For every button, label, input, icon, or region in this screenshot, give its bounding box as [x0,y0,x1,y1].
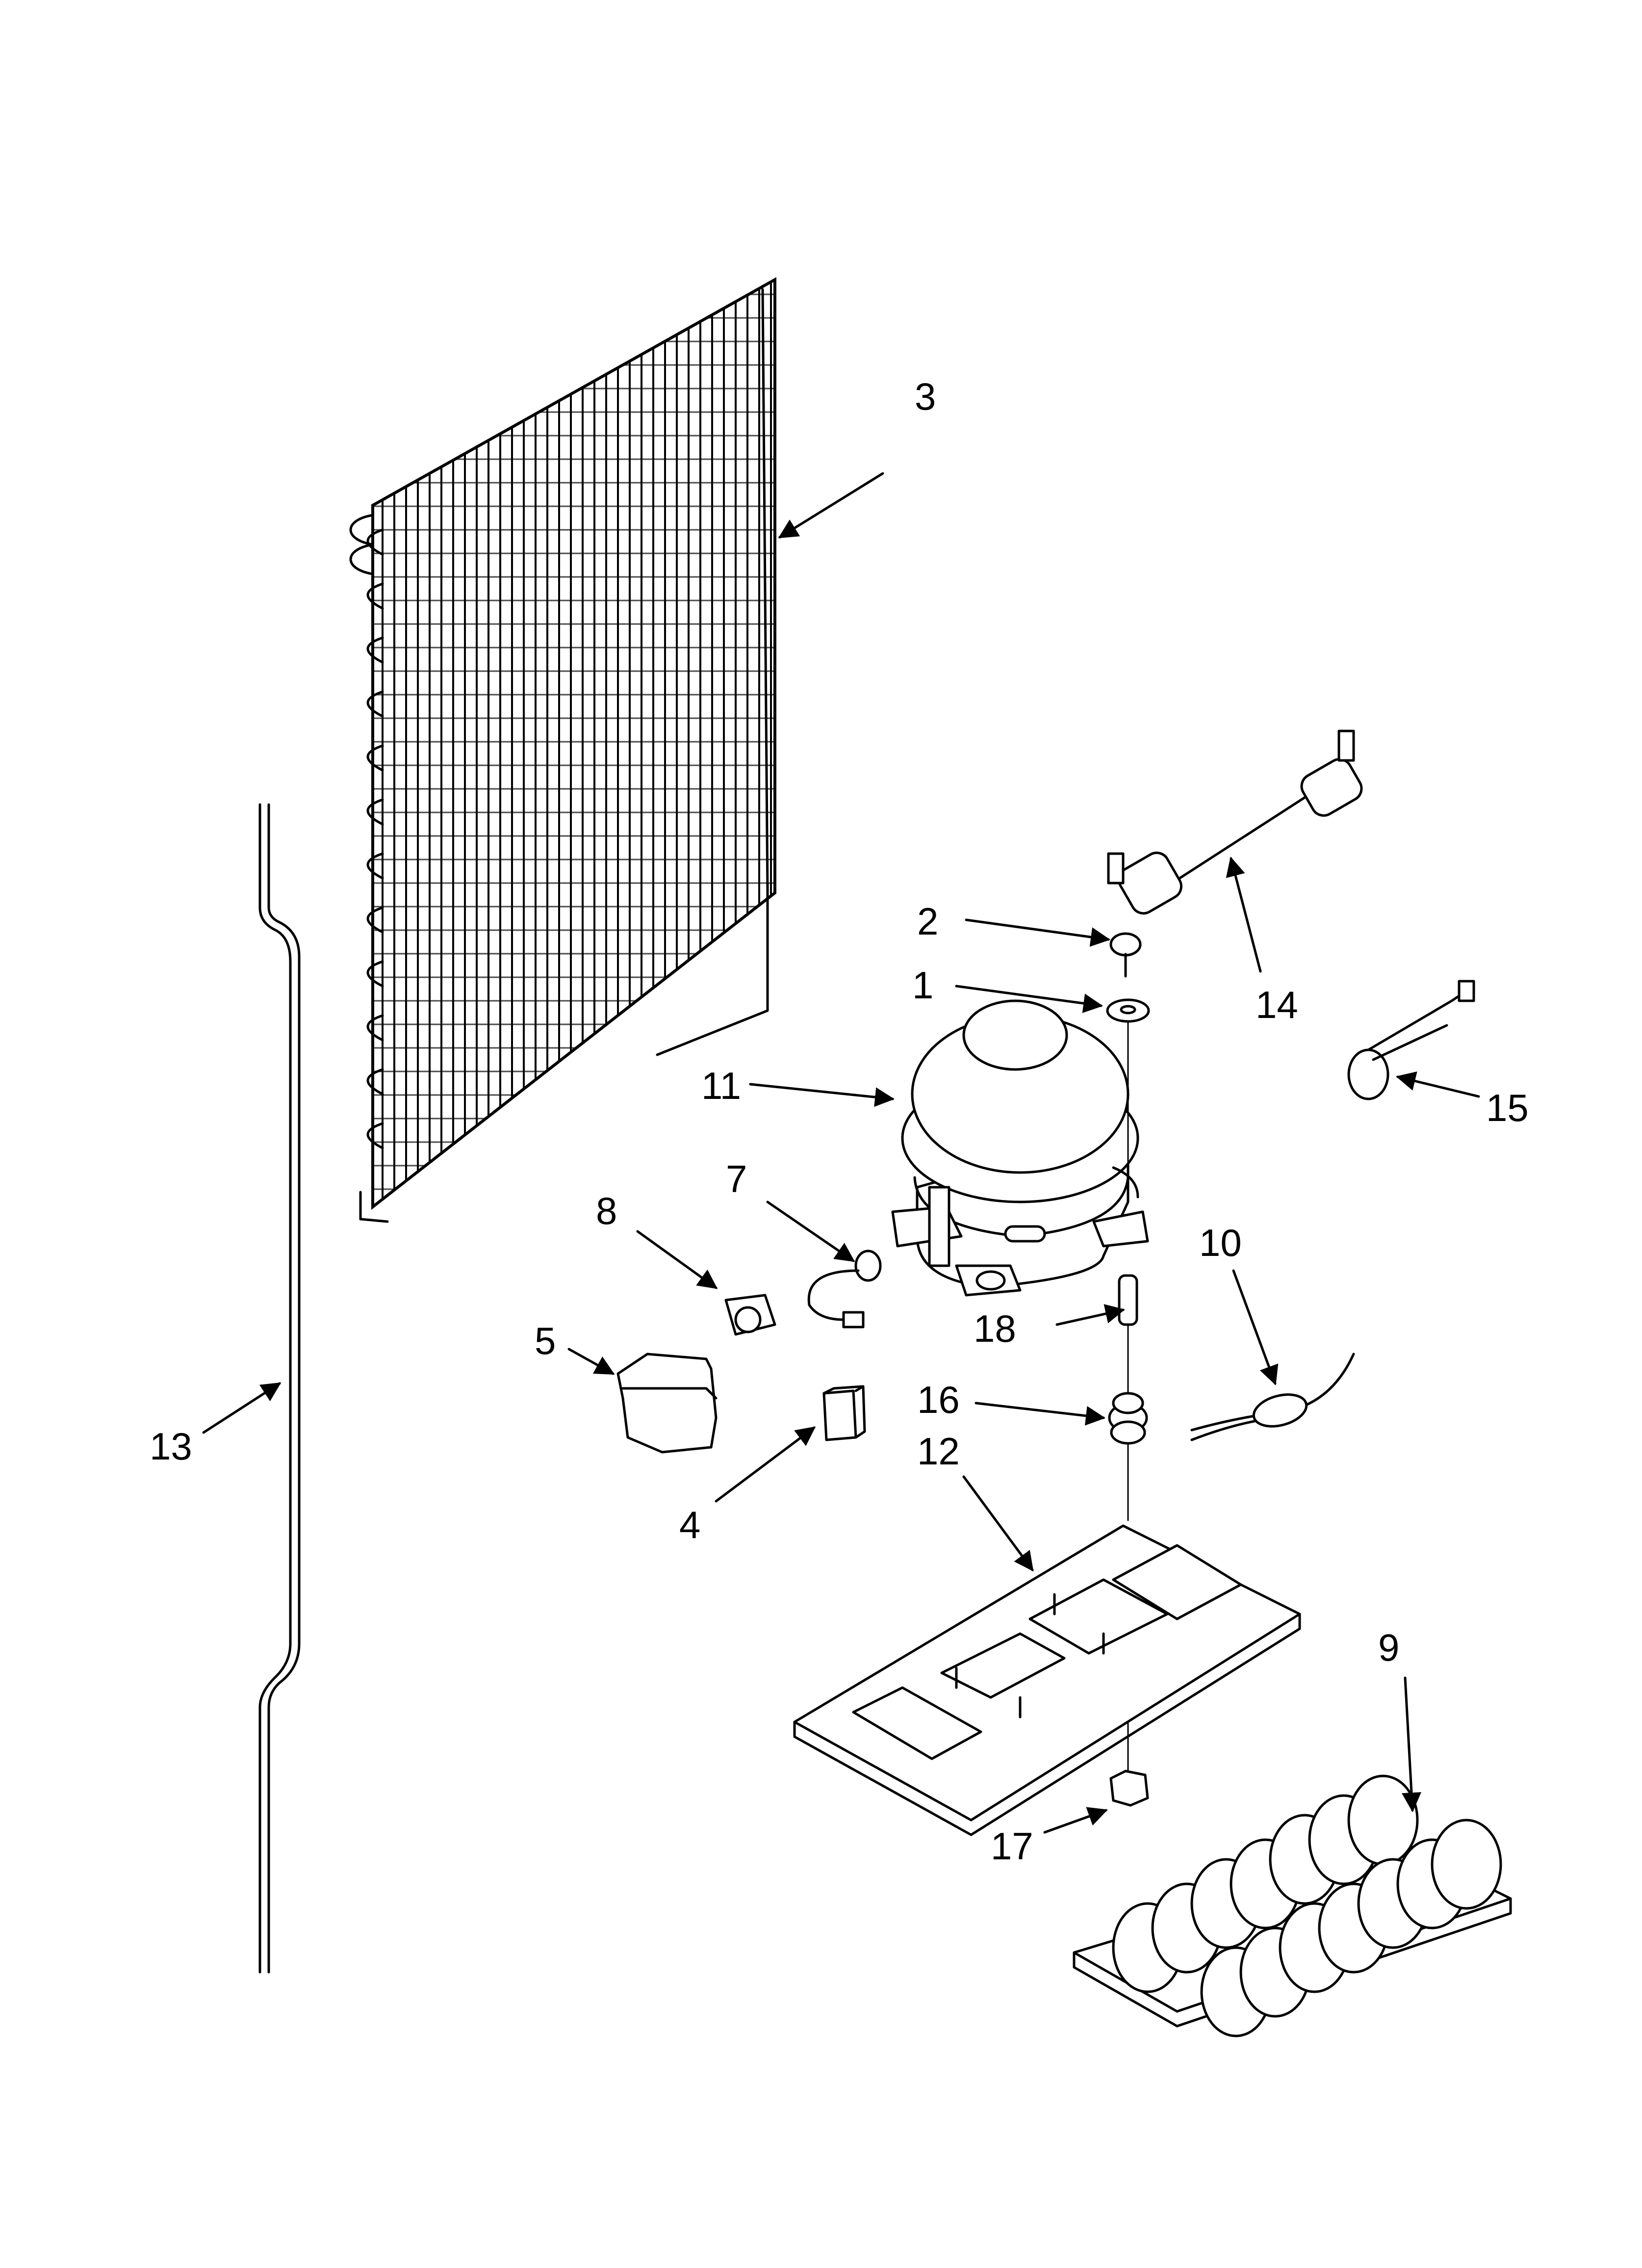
callout-3: 3 [915,375,936,418]
callout-labels: 3 2 1 14 15 11 7 8 5 4 18 16 10 12 17 9 … [150,375,1529,1868]
leader-5 [567,1348,615,1375]
leader-17 [1043,1807,1108,1834]
drain-tube-part [258,803,301,1974]
heater-part [1190,1353,1355,1441]
leader-lines [202,472,1480,1834]
leader-18 [1055,1304,1125,1326]
sleeve-part-18 [1118,1274,1138,1326]
coil-left [1112,1774,1419,1993]
callout-5: 5 [535,1319,556,1362]
relay-part [1347,980,1475,1100]
leader-7 [766,1200,855,1262]
leader-9 [1402,1676,1421,1812]
leader-12 [962,1475,1034,1572]
leader-2 [965,918,1110,947]
leader-16 [975,1402,1105,1426]
leader-13 [202,1382,282,1434]
leader-4 [715,1426,816,1503]
wire-harness-part [807,1250,882,1329]
screw-part-2 [1109,932,1142,978]
clip-part [724,1294,776,1336]
condenser-coils-left [366,528,384,1149]
leader-10 [1232,1269,1279,1385]
condenser-part [349,277,776,1223]
leader-1 [955,985,1103,1013]
leader-11 [749,1083,895,1107]
callout-10: 10 [1199,1221,1242,1264]
terminal-cover-part [616,1353,718,1454]
capacitor-part [822,1385,866,1441]
base-plate-part [793,1524,1301,1836]
coil-right [1200,1819,1502,2037]
callout-12: 12 [917,1430,960,1473]
callout-13: 13 [150,1425,192,1468]
refrigerant-line-part [1107,730,1363,915]
washer-part-1 [1106,998,1150,1023]
drain-pan-part [1073,1774,1512,2037]
callout-17: 17 [991,1825,1033,1868]
callout-9: 9 [1378,1626,1399,1669]
callout-4: 4 [679,1503,700,1546]
callout-8: 8 [596,1189,617,1232]
leader-15 [1396,1071,1480,1098]
callout-15: 15 [1486,1086,1529,1129]
callout-2: 2 [917,900,938,943]
callout-18: 18 [974,1307,1016,1350]
grommet-part-16 [1108,1392,1148,1445]
callout-14: 14 [1256,983,1298,1026]
nut-part-17 [1109,1770,1149,1807]
compressor-part [891,999,1149,1297]
callout-11: 11 [701,1064,741,1107]
callout-16: 16 [917,1378,960,1421]
leader-8 [636,1230,718,1289]
leader-14 [1226,857,1262,973]
callout-7: 7 [726,1157,747,1200]
callout-1: 1 [912,964,933,1007]
leader-3 [778,472,884,539]
